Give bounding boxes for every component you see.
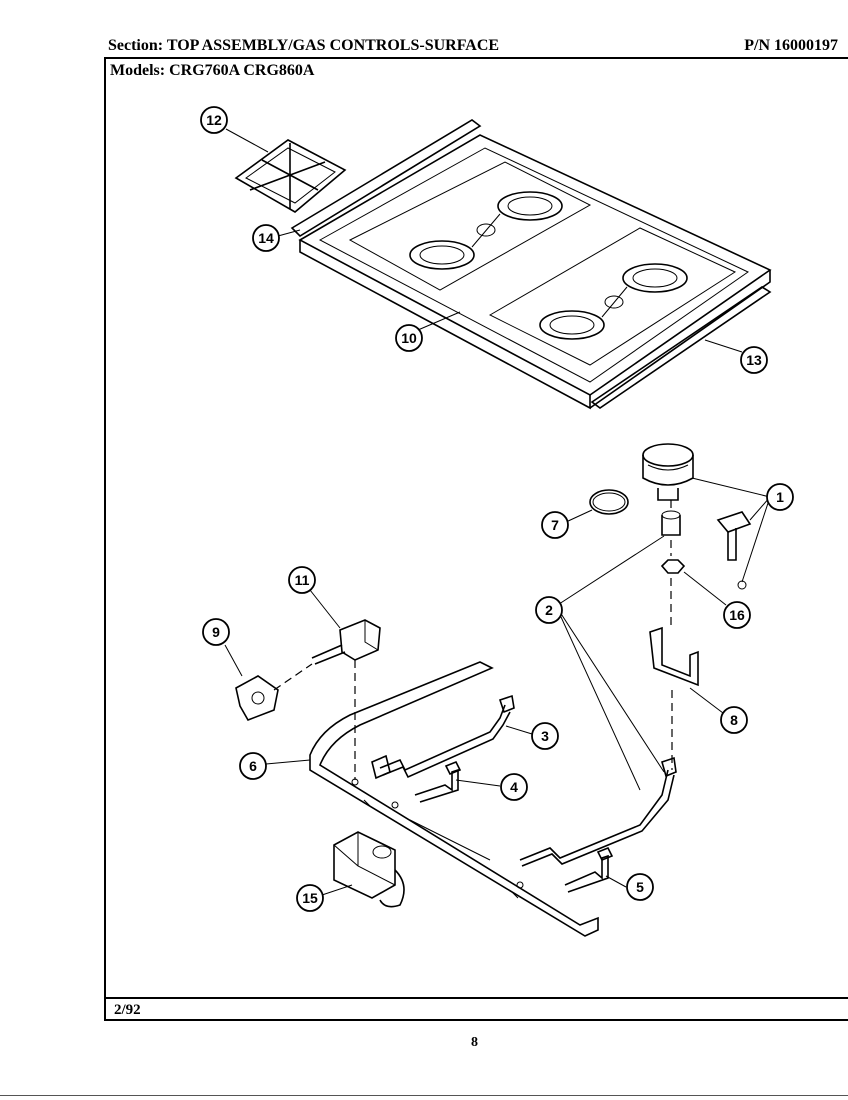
grate-drawing xyxy=(234,139,347,213)
side-trim-right xyxy=(590,286,772,409)
callout-16: 16 xyxy=(723,601,751,629)
svg-text:7: 7 xyxy=(551,517,559,533)
svg-text:5: 5 xyxy=(636,879,644,895)
callout-15: 15 xyxy=(296,884,324,912)
section-title: TOP ASSEMBLY/GAS CONTROLS-SURFACE xyxy=(166,37,500,54)
pn-label: P/N xyxy=(744,37,770,54)
callout-3: 3 xyxy=(531,722,559,750)
diagram-frame xyxy=(104,57,848,1021)
callout-9: 9 xyxy=(202,618,230,646)
callout-11: 11 xyxy=(288,566,316,594)
fitting-5 xyxy=(564,854,609,893)
page-bottom-line xyxy=(0,1095,848,1096)
model-1: CRG760A xyxy=(169,62,240,79)
svg-text:1: 1 xyxy=(776,489,784,505)
svg-text:2: 2 xyxy=(545,602,553,618)
svg-text:3: 3 xyxy=(541,728,549,744)
svg-text:13: 13 xyxy=(746,352,762,368)
callout-4: 4 xyxy=(500,773,528,801)
model-2: CRG860A xyxy=(243,62,315,79)
footer-rule xyxy=(104,997,848,999)
callout-6: 6 xyxy=(239,752,267,780)
callout-5: 5 xyxy=(626,873,654,901)
ignitor-switch xyxy=(311,619,381,780)
tube-3 xyxy=(379,704,506,772)
svg-text:16: 16 xyxy=(729,607,745,623)
svg-text:9: 9 xyxy=(212,624,220,640)
svg-text:8: 8 xyxy=(730,712,738,728)
svg-text:6: 6 xyxy=(249,758,257,774)
pn-value: 16000197 xyxy=(774,37,838,54)
callout-10: 10 xyxy=(395,324,423,352)
side-trim-left xyxy=(290,119,482,238)
part-number: P/N 16000197 xyxy=(744,37,838,55)
switch-bracket xyxy=(235,675,279,721)
callout-8: 8 xyxy=(720,706,748,734)
callout-2: 2 xyxy=(535,596,563,624)
fitting-4 xyxy=(414,768,459,803)
svg-text:11: 11 xyxy=(295,572,310,588)
svg-text:15: 15 xyxy=(302,890,318,906)
bracket xyxy=(649,626,699,687)
tube-2 xyxy=(519,769,669,861)
callout-7: 7 xyxy=(541,511,569,539)
callout-14: 14 xyxy=(252,224,280,252)
section-label: Section: xyxy=(108,37,164,54)
page-number: 8 xyxy=(471,1035,478,1050)
svg-text:14: 14 xyxy=(258,230,274,246)
svg-text:12: 12 xyxy=(206,112,222,128)
callout-12: 12 xyxy=(200,106,228,134)
callout-13: 13 xyxy=(740,346,768,374)
svg-text:10: 10 xyxy=(401,330,417,346)
leader-lines xyxy=(224,128,771,896)
manifold xyxy=(309,661,599,937)
models-line: Models: CRG760A CRG860A xyxy=(110,62,314,80)
cooktop-drawing xyxy=(298,134,772,410)
revision-date: 2/92 xyxy=(114,1002,141,1018)
models-label: Models: xyxy=(110,62,166,79)
o-ring xyxy=(589,489,629,515)
section-heading: Section: TOP ASSEMBLY/GAS CONTROLS-SURFA… xyxy=(108,37,499,55)
svg-text:4: 4 xyxy=(510,779,518,795)
spark-module xyxy=(333,831,405,908)
callout-1: 1 xyxy=(766,483,794,511)
